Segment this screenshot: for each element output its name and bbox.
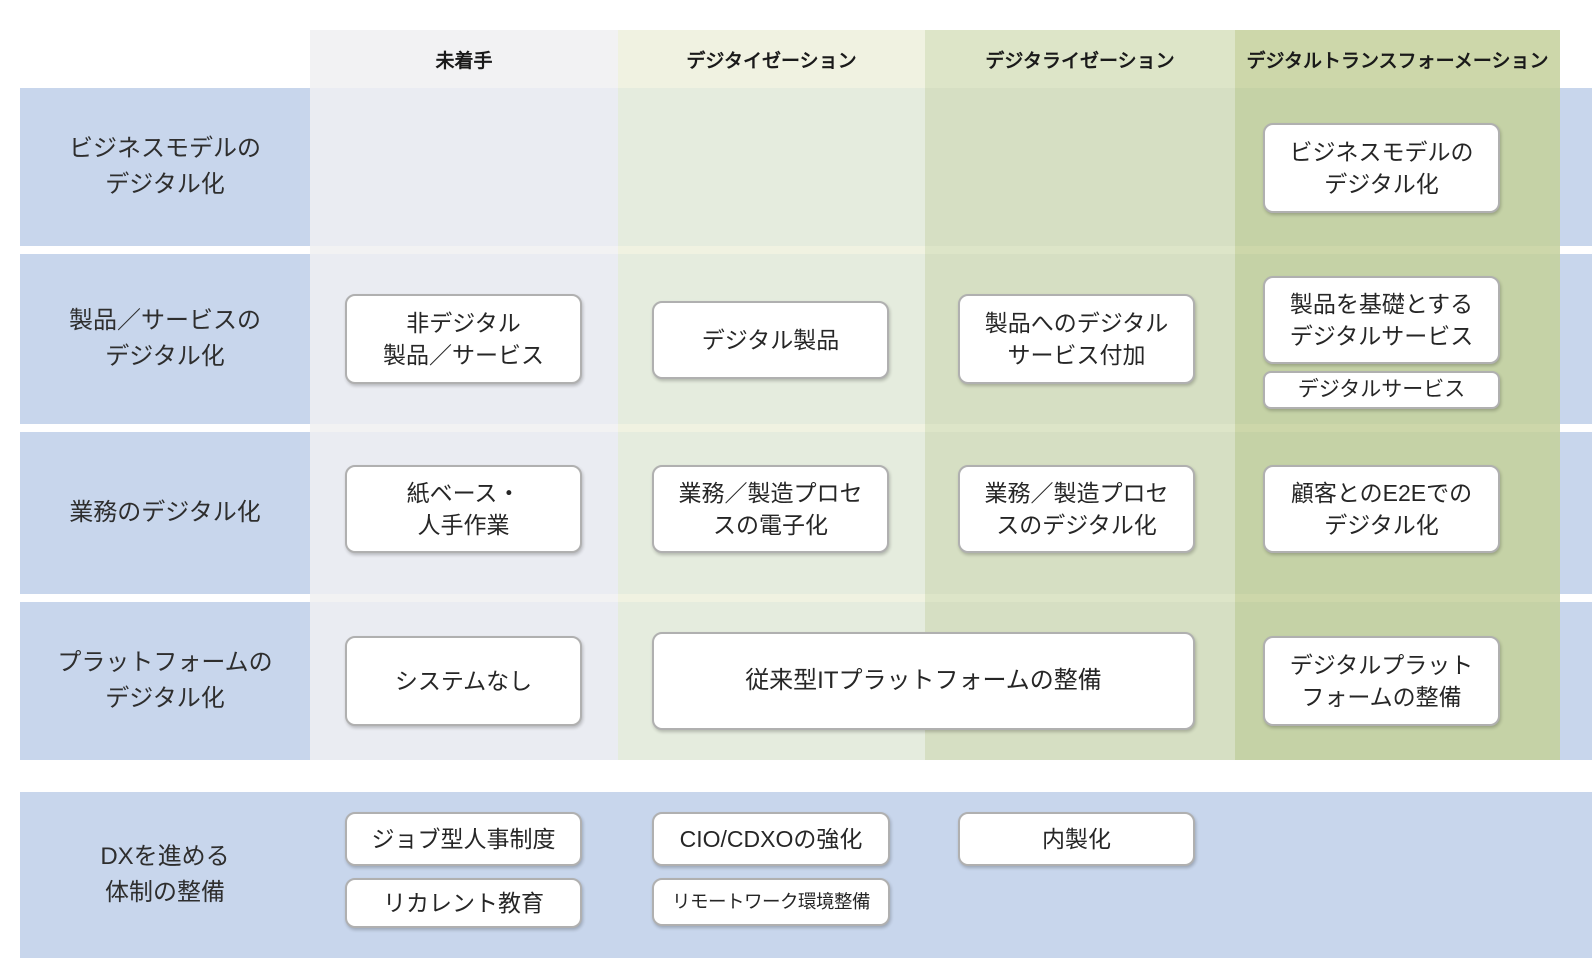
row-label-business-model: ビジネスモデルの デジタル化: [20, 88, 310, 246]
box-process-digitalized: 業務／製造プロセ スのデジタル化: [958, 465, 1195, 553]
box-digital-product: デジタル製品: [652, 301, 889, 379]
box-job-based-hr: ジョブ型人事制度: [345, 812, 582, 866]
box-legacy-it-platform: 従来型ITプラットフォームの整備: [652, 632, 1195, 730]
column-header-digitalization: デジタライゼーション: [985, 50, 1175, 72]
box-no-system: システムなし: [345, 636, 582, 726]
box-e2e-customer-digital: 顧客とのE2Eでの デジタル化: [1263, 465, 1500, 553]
box-remote-work-env: リモートワーク環境整備: [652, 878, 890, 926]
box-digital-platform: デジタルプラット フォームの整備: [1263, 636, 1500, 726]
box-non-digital-product: 非デジタル 製品／サービス: [345, 294, 582, 384]
row-band-right-strip: [1560, 254, 1592, 424]
box-paper-manual-work: 紙ベース・ 人手作業: [345, 465, 582, 553]
column-header-digitization: デジタイゼーション: [686, 50, 857, 72]
box-cio-cdxo: CIO/CDXOの強化: [652, 812, 890, 866]
box-product-based-digital-service: 製品を基礎とする デジタルサービス: [1263, 276, 1500, 364]
box-digital-service: デジタルサービス: [1263, 371, 1500, 409]
row-label-dx-structure: DXを進める 体制の整備: [100, 843, 230, 906]
column-header-dx: デジタルトランスフォーメーション: [1246, 50, 1549, 72]
row-band-right-strip: [1560, 88, 1592, 246]
box-process-electronified: 業務／製造プロセ スの電子化: [652, 465, 889, 553]
box-recurrent-education: リカレント教育: [345, 878, 582, 928]
row-label-product-service: 製品／サービスの デジタル化: [20, 254, 310, 424]
box-insourcing: 内製化: [958, 812, 1195, 866]
box-business-model-digitalized: ビジネスモデルの デジタル化: [1263, 123, 1500, 213]
box-digital-service-added: 製品へのデジタル サービス付加: [958, 294, 1195, 384]
row-band-right-strip: [1560, 602, 1592, 760]
row-label-platform: プラットフォームの デジタル化: [20, 602, 310, 760]
row-band-right-strip: [1560, 432, 1592, 594]
row-label-operations: 業務のデジタル化: [20, 432, 310, 594]
column-header-untouched: 未着手: [435, 50, 493, 72]
